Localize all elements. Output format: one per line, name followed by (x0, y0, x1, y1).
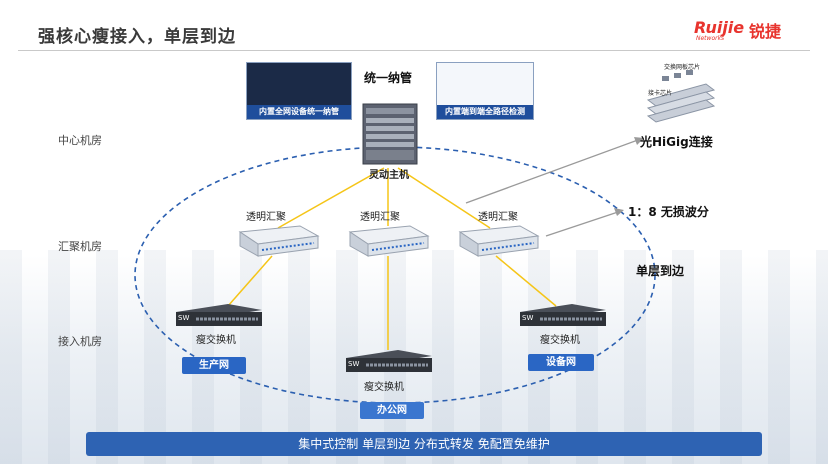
chip-box-label: 交换网板芯片 (664, 64, 701, 71)
access-switch-label-3: 瘦交换机 (540, 335, 580, 346)
main-unit-label: 灵动主机 (369, 170, 409, 181)
arrow-wdm-head (614, 208, 624, 216)
switch-badge-1: SW (178, 314, 190, 322)
switch-badge-2: SW (348, 360, 360, 368)
link-agg-access-1 (227, 255, 273, 307)
chip-label: 接卡芯片 (648, 90, 673, 97)
arrow-wdm (545, 211, 619, 237)
ruijie-logo: Ruijie 锐捷 Networks (694, 18, 794, 48)
access-switch-3 (520, 304, 606, 326)
switch-badge-3: SW (522, 314, 534, 322)
single-layer-label: 单层到边 (636, 264, 685, 278)
wdm-label: 1：8 无损波分 (628, 205, 709, 219)
aggregation-label-3: 透明汇聚 (478, 212, 518, 223)
higig-label: 光HiGig连接 (640, 135, 713, 149)
unified-management-label: 统一纳管 (364, 71, 413, 85)
path-detection-screen: 内置端到端全路径检测 (436, 62, 534, 120)
row-label-center: 中心机房 (58, 134, 102, 147)
core-chassis (362, 103, 418, 165)
access-switch-label-1: 瘦交换机 (196, 335, 236, 346)
arrow-higig-head (634, 137, 644, 145)
access-switch-1 (176, 304, 262, 326)
logo-brand: Ruijie (694, 18, 745, 37)
link-agg-access-3 (495, 255, 557, 307)
link-core-agg-1 (277, 167, 385, 229)
aggregation-label-1: 透明汇聚 (246, 212, 286, 223)
aggregation-label-2: 透明汇聚 (360, 212, 400, 223)
aggregation-device-1 (238, 225, 320, 257)
management-screen: 内置全网设备统一纳管 (246, 62, 352, 120)
row-label-access: 接入机房 (58, 335, 102, 348)
row-label-aggregation: 汇聚机房 (58, 240, 102, 253)
title-divider (18, 50, 810, 51)
access-switch-2 (346, 350, 432, 372)
aggregation-device-3 (458, 225, 540, 257)
network-tag-device: 设备网 (528, 354, 594, 371)
management-screen-caption: 内置全网设备统一纳管 (247, 105, 351, 119)
logo-brand-cn: 锐捷 (749, 22, 782, 41)
page-title: 强核心瘦接入，单层到边 (38, 27, 236, 47)
arrow-higig (465, 139, 639, 204)
link-core-agg-3 (397, 167, 491, 229)
path-detection-screen-caption: 内置端到端全路径检测 (437, 105, 533, 119)
aggregation-device-2 (348, 225, 430, 257)
switch-fabric-chip-icon (646, 70, 716, 123)
network-tag-production: 生产网 (182, 357, 246, 374)
network-tag-office: 办公网 (360, 402, 424, 419)
access-switch-label-2: 瘦交换机 (364, 382, 404, 393)
logo-subtitle: Networks (696, 35, 725, 42)
footer-banner: 集中式控制 单层到边 分布式转发 免配置免维护 (86, 432, 762, 456)
